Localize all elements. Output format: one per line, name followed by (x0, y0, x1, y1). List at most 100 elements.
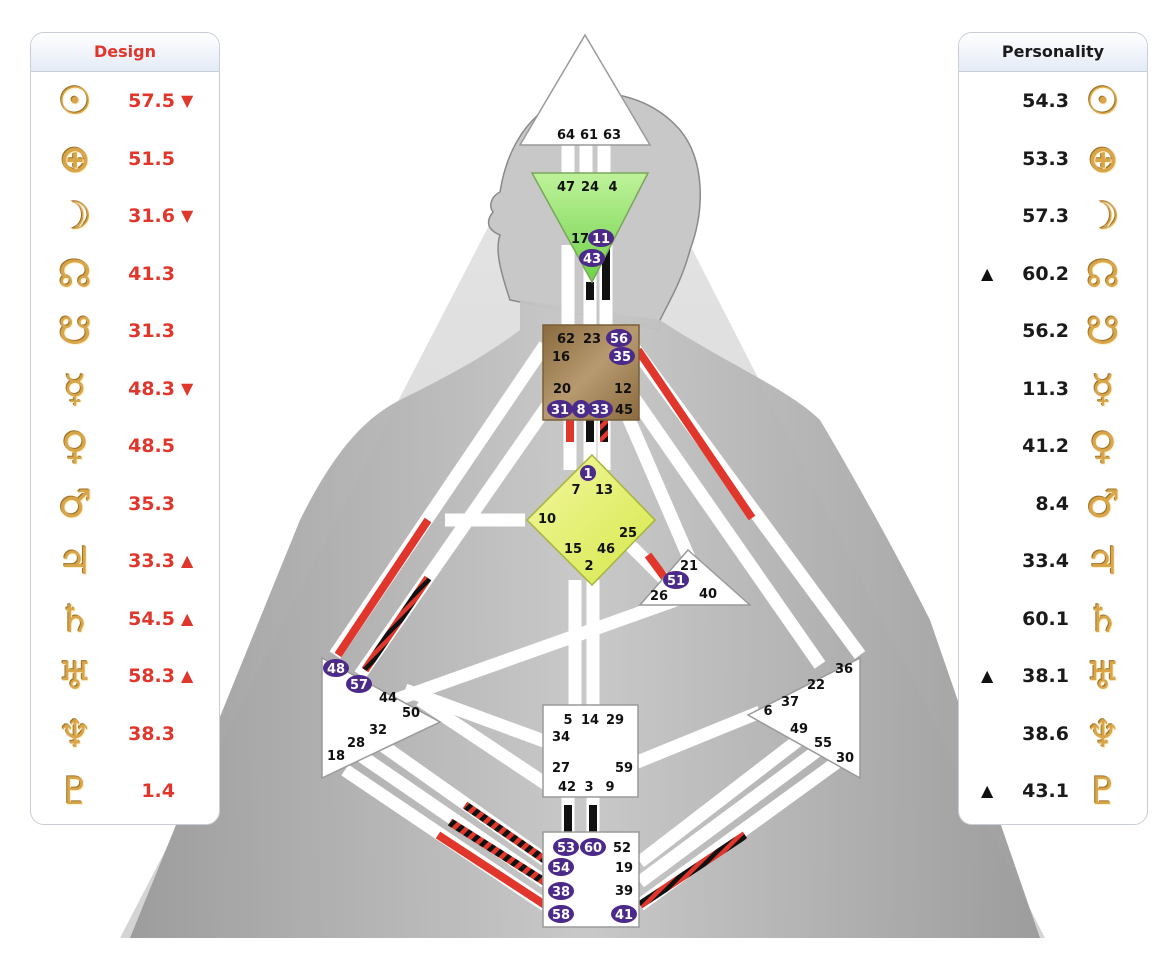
activation-value: 41.3 (128, 262, 175, 285)
activation-row: ☉ 54.3 (959, 77, 1147, 125)
gate-number: 13 (595, 483, 613, 498)
gate-badge (548, 905, 574, 923)
detriment-arrow-icon: ▼ (181, 378, 194, 398)
north-node-icon: ☊ (1086, 251, 1120, 296)
gate-badge (587, 400, 613, 418)
activation-row: ☉57.5▼ (31, 77, 219, 125)
gate-badge (580, 465, 596, 481)
activation-row: ☊60.2▲ (959, 250, 1147, 298)
gate-number: 43 (583, 252, 601, 267)
gate-number: 44 (379, 691, 397, 706)
sun-icon: ☉ (57, 79, 93, 123)
gate-badge (580, 838, 606, 856)
solar-plexus-center (746, 656, 861, 780)
activation-row: ☋31.3 (31, 307, 219, 355)
activation-row: ☋ 56.2 (959, 307, 1147, 355)
gate-number: 4 (608, 180, 617, 195)
gate-number: 35 (613, 350, 631, 365)
gate-badge (606, 329, 632, 347)
gate-number: 8 (576, 403, 585, 418)
ajna-center (530, 172, 650, 284)
gate-number: 21 (680, 559, 698, 574)
sun-icon: ☉ (1085, 79, 1121, 123)
activation-value: 57.5 (128, 90, 175, 112)
activation-value: 8.4 (1035, 492, 1069, 515)
gate-number: 42 (558, 780, 576, 795)
activation-row: ♆38.6 (959, 710, 1147, 758)
activation-row: ♄ 60.1 (959, 595, 1147, 643)
gate-number: 52 (613, 841, 631, 856)
gate-number: 63 (603, 128, 621, 143)
gate-number: 15 (564, 542, 582, 557)
gate-number: 25 (619, 526, 637, 541)
gate-number: 2 (584, 559, 593, 574)
earth-icon: ⊕ (59, 136, 91, 181)
gate-number: 50 (402, 706, 420, 721)
activation-value: 38.6 (1022, 722, 1069, 745)
gate-number: 39 (615, 884, 633, 899)
gate-number: 12 (614, 382, 632, 397)
gate-badge (588, 229, 614, 247)
gate-number: 46 (597, 542, 615, 557)
personality-panel: Personality ☉54.3⊕53.3☽57.3☊60.2▲☋56.2☿1… (958, 32, 1148, 825)
activation-value: 54.3 (1022, 90, 1069, 112)
gate-badge (579, 249, 605, 267)
gate-number: 6 (763, 704, 772, 719)
gate-number: 29 (606, 713, 624, 728)
gate-number: 23 (583, 332, 601, 347)
gate-number: 53 (557, 841, 575, 856)
gate-number: 18 (327, 749, 345, 764)
activation-row: ♀41.2 (959, 422, 1147, 470)
saturn-icon: ♄ (1085, 596, 1121, 641)
gate-number: 7 (571, 483, 580, 498)
gate-number: 59 (615, 761, 633, 776)
activation-value: 56.2 (1022, 320, 1069, 342)
gate-number: 48 (327, 662, 345, 677)
activation-value: 60.2 (1022, 262, 1069, 285)
gate-number: 64 (557, 128, 575, 143)
activation-row: ♂35.3 (31, 480, 219, 528)
activation-value: 33.4 (1022, 550, 1069, 572)
gate-badge (553, 838, 579, 856)
activation-row: ♇1.4 (31, 767, 219, 815)
activation-row: ♄54.5▲ (31, 595, 219, 643)
exalted-arrow-icon: ▲ (981, 666, 994, 685)
gate-number: 51 (667, 574, 685, 589)
exalted-arrow-icon: ▲ (181, 666, 194, 685)
activation-value: 35.3 (128, 492, 175, 515)
activation-row: ☿11.3 (959, 365, 1147, 413)
south-node-icon: ☋ (1086, 309, 1120, 353)
gate-number: 17 (571, 232, 589, 247)
gate-number: 49 (790, 722, 808, 737)
gate-number: 3 (584, 780, 593, 795)
detriment-arrow-icon: ▼ (181, 206, 194, 225)
gate-number: 27 (552, 761, 570, 776)
design-panel: Design ☉57.5▼⊕51.5☽31.6▼☊41.3☋31.3☿48.3▼… (30, 32, 220, 825)
gate-number: 22 (807, 678, 825, 693)
gate-number: 40 (699, 587, 717, 602)
activation-value: 53.3 (1022, 147, 1069, 170)
gate-number: 19 (615, 861, 633, 876)
gate-number: 1 (583, 467, 592, 482)
gate-number: 11 (592, 232, 610, 247)
gate-badge (609, 347, 635, 365)
jupiter-icon: ♃ (57, 539, 93, 583)
activation-row: ☿48.3▼ (31, 365, 219, 413)
gate-badge (572, 400, 590, 418)
gate-number: 10 (538, 512, 556, 527)
gate-number: 28 (347, 736, 365, 751)
gate-badges (323, 229, 689, 923)
moon-icon: ☽ (57, 194, 93, 238)
gate-number: 58 (552, 908, 570, 923)
uranus-icon: ♅ (57, 654, 93, 698)
g-center (525, 453, 657, 587)
activation-row: ♀48.5 (31, 422, 219, 470)
activated-segments (334, 245, 756, 909)
south-node-icon: ☋ (58, 309, 92, 353)
gate-number: 38 (552, 885, 570, 900)
activation-value: 60.1 (1022, 607, 1069, 630)
gate-number: 33 (591, 403, 609, 418)
gate-badge (346, 675, 372, 693)
gate-number: 26 (650, 589, 668, 604)
gate-number: 34 (552, 730, 570, 745)
